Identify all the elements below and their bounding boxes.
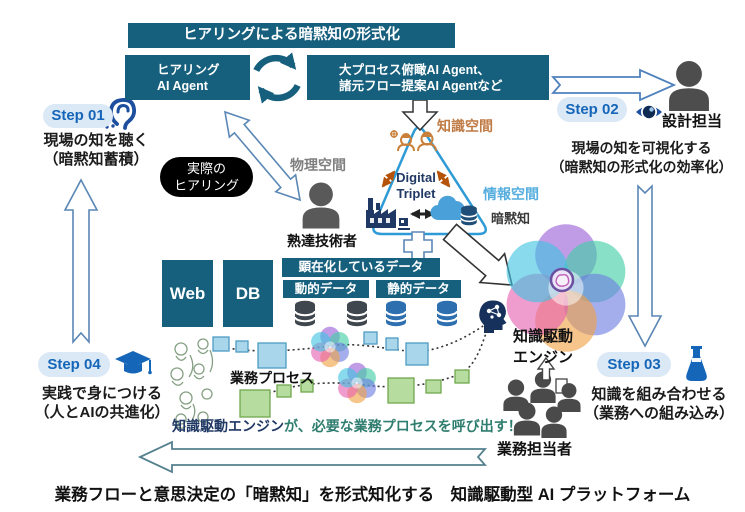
flask-icon [686,346,707,381]
eye-icon [636,104,662,120]
overview-agent-line2: 諸元フロー提案AI Agentなど [339,78,503,93]
step-01-desc-line1: 現場の知を聴く [43,132,149,149]
step-03-badge: Step 03 [597,352,671,377]
step-02-desc-line1: 現場の知を可視化する [571,140,712,156]
step-04-desc-line1: 実践で身につける [41,385,162,402]
step-01-desc: 現場の知を聴く （暗黙知蓄積） [8,131,184,169]
process-blocks-green [239,369,470,418]
diagram-caption: 業務フローと意思決定の「暗黙知」を形式知化する 知識駆動型 AI プラットフォー… [54,486,691,504]
brain-icon [549,267,575,293]
engine-label: 知識駆動 エンジン [503,326,583,368]
flower-cluster-1 [311,326,349,368]
information-space-label: 情報空間 [483,186,539,202]
tacit-knowledge-label: 暗黙知 [491,211,531,226]
digital-triplet-line1: Digital [396,170,436,185]
database-icon-static-1 [385,299,407,328]
graduation-cap-icon [115,351,152,375]
plus-connector [403,231,433,261]
engine-callout: 知識駆動エンジンが、必要な業務プロセスを呼び出す！ [172,416,522,436]
digital-triplet-line2: Triplet [396,186,436,201]
hearing-agent-box: ヒアリング AI Agent [125,55,250,100]
banner-title: ヒアリングによる暗黙知の形式化 [128,23,455,48]
step-02-desc-line2: （暗黙知の形式化の効率化） [550,159,733,175]
factory-icon [366,198,410,230]
flower-cluster-2 [338,362,376,404]
step-04-badge: Step 04 [38,352,110,377]
arrow-down-into-triangle [401,99,439,132]
step-02-badge: Step 02 [557,97,627,122]
engine-callout-head: 知識駆動エンジン [172,418,284,434]
step-03-desc-line1: 知識を組み合わせる [591,386,727,403]
process-blocks-blue [212,331,429,369]
database-icon-dynamic-2 [346,299,368,328]
hearing-agent-line2: AI Agent [157,78,208,93]
explicit-data-header: 顕在化しているデータ [282,258,440,277]
sketch-people [170,338,214,429]
step-01-desc-line2: （暗黙知蓄積） [43,151,149,168]
database-icon-static-2 [436,299,458,328]
arrow-up-step4-to-step1 [63,178,99,345]
step-01-badge: Step 01 [43,104,113,128]
static-data-bar: 静的データ [376,280,461,298]
step-04-desc: 実践で身につける （人とAIの共進化） [16,384,188,422]
arrow-staff-to-engine [536,356,556,381]
step-03-desc: 知識を組み合わせる （業務への組み込み） [578,385,740,423]
triplet-exchange-arrows [381,170,451,188]
cycle-arrows-icon [253,52,301,104]
arrow-down-step2-to-step3 [627,184,663,348]
overview-agent-box: 大プロセス俯瞰AI Agent、 諸元フロー提案AI Agentなど [307,55,549,100]
step-04-desc-line2: （人とAIの共進化） [34,404,170,421]
step-03-desc-line2: （業務への組み込み） [583,405,734,422]
digital-triplet-label: Digital Triplet [387,170,445,202]
staff-group-icon [503,371,581,438]
arrow-left-bottom-loop [137,440,487,474]
web-box: Web [162,260,213,327]
process-label: 業務プロセス [230,370,314,386]
dynamic-data-bar: 動的データ [283,280,369,298]
db-box: DB [223,260,273,327]
database-icon-dynamic-1 [294,299,316,328]
cloud-icon [430,195,465,220]
physical-space-label: 物理空間 [290,157,346,173]
engine-head-icon [479,300,507,333]
knowledge-space-label: 知識空間 [437,118,493,134]
worker-icons [390,130,437,152]
staff-label: 業務担当者 [496,441,572,458]
actual-hearing-line1: 実際の [186,161,226,176]
arrow-hearing-double [223,110,302,202]
step-02-desc: 現場の知を可視化する （暗黙知の形式化の効率化） [538,139,745,177]
designer-person-icon [669,61,709,111]
arrow-right-to-designer [551,68,677,102]
database-icon-cloud [460,204,478,227]
hearing-agent-line1: ヒアリング [157,62,220,77]
expert-person-icon [302,182,340,229]
actual-hearing-line2: ヒアリング [173,178,239,193]
engine-callout-tail: が、必要な業務プロセスを呼び出す！ [284,418,522,434]
engine-line1: 知識駆動 [512,328,573,345]
actual-hearing-badge: 実際の ヒアリング [160,157,253,197]
overview-agent-line1: 大プロセス俯瞰AI Agent、 [339,62,490,77]
expert-label: 熟達技術者 [287,233,357,249]
designer-label: 設計担当 [662,113,723,130]
engine-line2: エンジン [512,349,573,366]
